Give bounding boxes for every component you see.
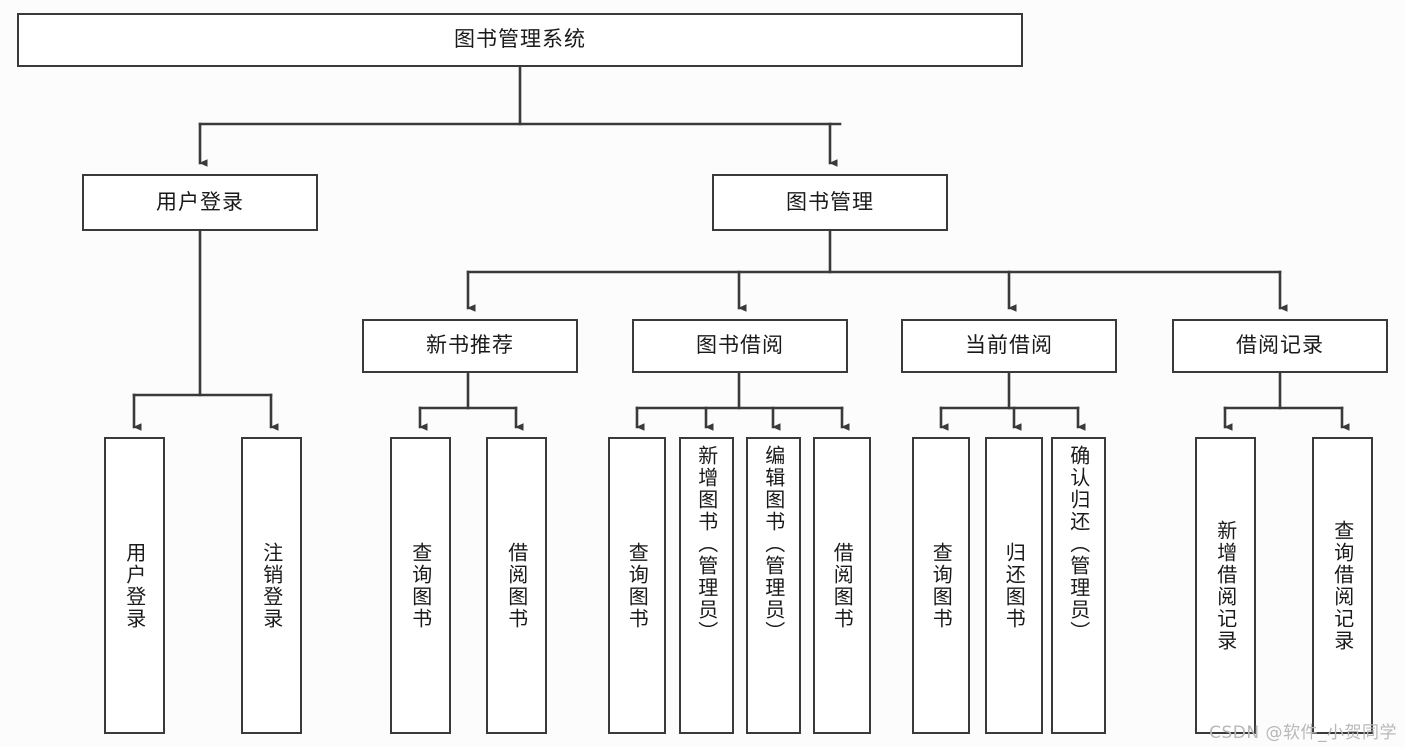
- node-label: 归还图书: [1002, 541, 1027, 630]
- node-leaf-borrow-borrow-book[interactable]: 借阅图书: [813, 437, 871, 734]
- node-book-manage[interactable]: 图书管理: [712, 174, 948, 231]
- node-leaf-return-book[interactable]: 归还图书: [985, 437, 1043, 734]
- edge-current-borrow-split: [939, 371, 1086, 431]
- node-label: 图书借阅: [696, 333, 784, 358]
- node-label: 借阅图书: [504, 541, 529, 630]
- node-leaf-user-logout[interactable]: 注销登录: [241, 437, 302, 734]
- node-borrow-record[interactable]: 借阅记录: [1172, 319, 1388, 373]
- node-leaf-rec-query-book[interactable]: 查询图书: [390, 437, 451, 734]
- node-root[interactable]: 图书管理系统: [17, 13, 1023, 67]
- edge-book-borrow-split: [635, 371, 850, 431]
- node-label: 编辑图书（管理员）: [761, 445, 786, 643]
- node-leaf-confirm-return-admin[interactable]: 确认归还（管理员）: [1051, 437, 1106, 734]
- node-leaf-edit-book-admin[interactable]: 编辑图书（管理员）: [746, 437, 801, 734]
- node-current-borrow[interactable]: 当前借阅: [901, 319, 1117, 373]
- node-label: 查询图书: [929, 541, 954, 630]
- node-label: 查询图书: [625, 541, 650, 630]
- edge-book-manage-split: [466, 229, 1288, 312]
- edge-new-book-rec-split: [418, 371, 524, 431]
- node-label: 注销登录: [259, 541, 284, 630]
- node-book-borrow[interactable]: 图书借阅: [632, 319, 848, 373]
- node-new-book-rec[interactable]: 新书推荐: [362, 319, 578, 373]
- node-label: 当前借阅: [965, 333, 1053, 358]
- node-leaf-cur-query-book[interactable]: 查询图书: [912, 437, 970, 734]
- node-leaf-user-login[interactable]: 用户登录: [104, 437, 165, 734]
- node-leaf-rec-borrow-book[interactable]: 借阅图书: [486, 437, 547, 734]
- node-user-login[interactable]: 用户登录: [82, 174, 318, 231]
- node-leaf-add-borrow-record[interactable]: 新增借阅记录: [1195, 437, 1256, 734]
- node-label: 用户登录: [122, 541, 147, 630]
- edge-borrow-record-split: [1223, 371, 1350, 431]
- node-label: 新增图书（管理员）: [694, 445, 719, 643]
- edge-user-login-split: [132, 229, 279, 431]
- node-label: 新增借阅记录: [1213, 519, 1238, 652]
- node-label: 图书管理系统: [454, 27, 586, 52]
- edge-root-split: [198, 65, 842, 167]
- node-label: 图书管理: [786, 189, 874, 214]
- node-label: 新书推荐: [426, 333, 514, 358]
- node-label: 借阅图书: [830, 541, 855, 630]
- node-leaf-borrow-query-book[interactable]: 查询图书: [608, 437, 666, 734]
- node-label: 用户登录: [156, 189, 244, 214]
- csdn-watermark: CSDN @软件_小贺同学: [1209, 723, 1397, 743]
- node-leaf-query-borrow-record[interactable]: 查询借阅记录: [1312, 437, 1373, 734]
- node-label: 确认归还（管理员）: [1066, 445, 1091, 643]
- node-label: 查询借阅记录: [1330, 519, 1355, 652]
- node-label: 查询图书: [408, 541, 433, 630]
- node-label: 借阅记录: [1236, 333, 1324, 358]
- node-leaf-add-book-admin[interactable]: 新增图书（管理员）: [679, 437, 734, 734]
